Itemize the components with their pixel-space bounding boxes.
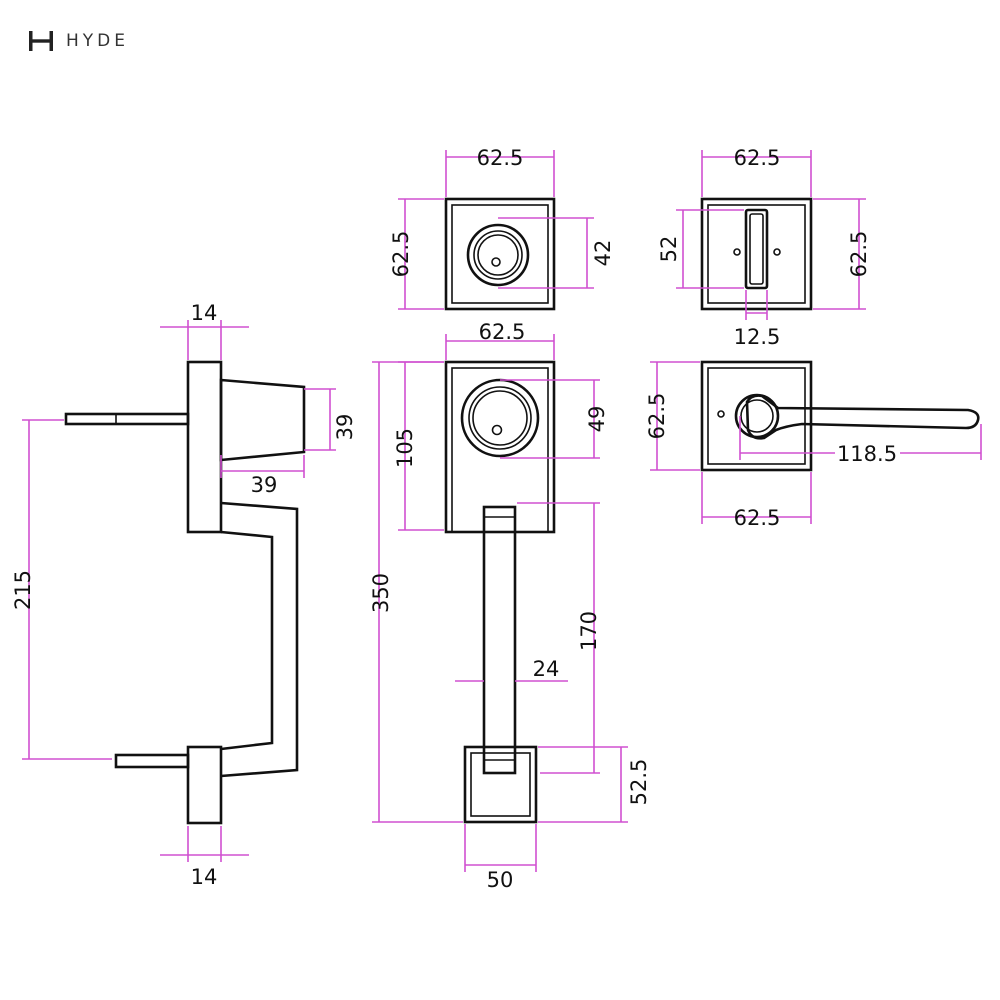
dim-label: 170	[577, 611, 601, 651]
dim-label: 62.5	[734, 506, 781, 530]
dim-label: 12.5	[734, 325, 781, 349]
dim-label: 118.5	[837, 442, 897, 466]
deadbolt-cylinder-dim: 42	[498, 217, 615, 289]
dim-label: 62.5	[479, 320, 526, 344]
hyde-h-logo-icon	[29, 31, 53, 51]
dim-label: 62.5	[477, 146, 524, 170]
side-cone-height-dim: 39	[304, 388, 357, 451]
dim-label: 14	[191, 865, 218, 889]
front-plate-width-dim: 62.5	[445, 320, 555, 360]
lever-rose-width-dim: 62.5	[701, 472, 812, 530]
dim-label: 14	[191, 301, 218, 325]
dim-label: 62.5	[847, 231, 871, 278]
front-handleset-outline	[444, 360, 556, 824]
dim-label: 39	[251, 473, 278, 497]
dim-label: 105	[393, 428, 417, 468]
dim-label: 62.5	[389, 231, 413, 278]
thumb-turn-thumb-height-dim: 52	[657, 209, 744, 289]
dim-label: 49	[585, 406, 609, 433]
brand-header: HYDE	[28, 26, 129, 56]
thumb-turn-thumb-width-dim: 12.5	[734, 290, 781, 349]
dim-label: 39	[333, 414, 357, 441]
side-handle-span-dim: 215	[11, 419, 112, 760]
dim-label: 42	[591, 240, 615, 267]
front-overall-height-dim: 350	[369, 361, 463, 823]
front-top-plate-height-dim: 105	[393, 361, 444, 531]
lever-view: 62.5 62.5 118.5	[645, 360, 982, 530]
side-plate-top-width-dim: 14	[160, 301, 249, 360]
front-grip-width-dim: 24	[455, 657, 568, 682]
side-cone-length-dim: 39	[220, 455, 305, 497]
thumb-turn-width-dim: 62.5	[701, 146, 812, 197]
deadbolt-view: 62.5 62.5 42	[389, 146, 615, 311]
lever-rose-height-dim: 62.5	[645, 361, 700, 471]
dim-label: 24	[533, 657, 560, 681]
dim-label: 215	[11, 570, 35, 610]
deadbolt-width-dim: 62.5	[445, 146, 555, 197]
front-cylinder-dim: 49	[500, 379, 609, 459]
thumb-turn-view: 62.5 62.5 52 12.5	[657, 146, 871, 349]
lever-outline	[700, 360, 980, 472]
dim-label: 52	[657, 236, 681, 263]
thumb-turn-height-dim: 62.5	[813, 198, 871, 310]
deadbolt-outline	[444, 197, 556, 311]
thumb-turn-outline	[700, 197, 813, 311]
dim-label: 52.5	[627, 759, 651, 806]
dim-label: 50	[487, 868, 514, 892]
front-handleset-view: 62.5 350 105 49 170	[369, 320, 651, 892]
front-bottom-width-dim: 50	[464, 824, 537, 892]
side-plate-bottom-width-dim: 14	[160, 826, 249, 889]
deadbolt-height-dim: 62.5	[389, 198, 444, 310]
dim-label: 62.5	[645, 393, 669, 440]
lever-length-dim: 118.5	[739, 416, 982, 466]
front-bottom-height-dim: 52.5	[538, 746, 651, 823]
side-view-outline	[64, 360, 306, 825]
front-grip-length-dim: 170	[517, 502, 601, 774]
brand-name: HYDE	[66, 31, 129, 51]
dim-label: 350	[369, 573, 393, 613]
dim-label: 62.5	[734, 146, 781, 170]
side-view: 14 39 39 215 14	[11, 301, 357, 889]
